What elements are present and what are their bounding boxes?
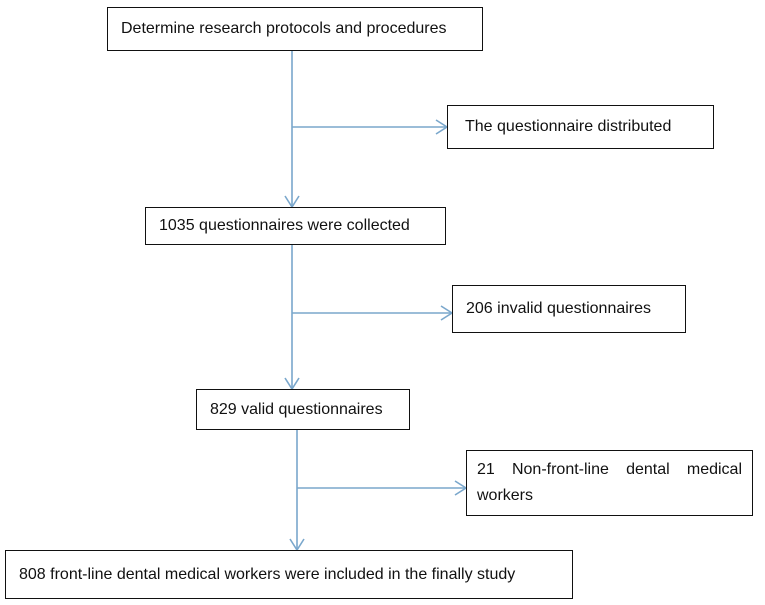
step-valid-box: 829 valid questionnaires: [196, 389, 410, 430]
step-valid-text: 829 valid questionnaires: [210, 400, 383, 418]
side-invalid-box: 206 invalid questionnaires: [452, 285, 686, 333]
step-included-box: 808 front-line dental medical workers we…: [5, 550, 573, 599]
step-collected-box: 1035 questionnaires were collected: [145, 207, 446, 245]
side-nonfrontline-text: 21 Non-front-line dental medical workers: [477, 461, 742, 504]
step-included-text: 808 front-line dental medical workers we…: [19, 565, 516, 583]
side-distributed-text: The questionnaire distributed: [465, 118, 672, 135]
step-collected-text: 1035 questionnaires were collected: [159, 217, 410, 234]
step-protocols-text: Determine research protocols and procedu…: [121, 20, 447, 37]
side-invalid-text: 206 invalid questionnaires: [466, 300, 652, 317]
side-distributed-box: The questionnaire distributed: [447, 105, 714, 149]
step-protocols-box: Determine research protocols and procedu…: [107, 7, 483, 51]
side-nonfrontline-box: 21 Non-front-line dental medical workers: [466, 450, 753, 516]
